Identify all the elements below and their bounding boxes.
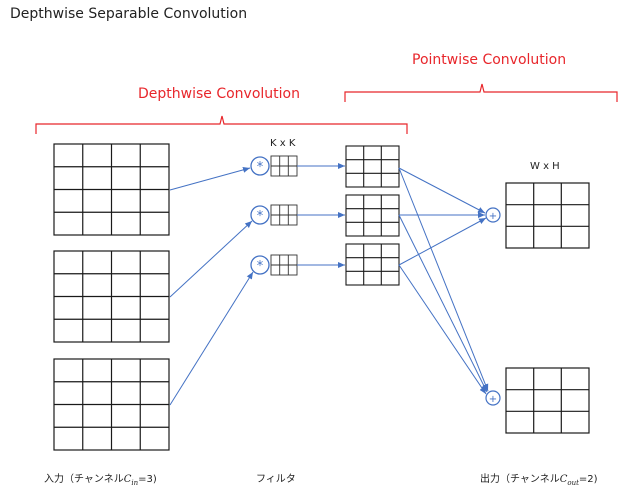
pointwise-brace bbox=[344, 83, 618, 102]
input-channel-2 bbox=[53, 250, 170, 343]
sum-symbol-2: + bbox=[489, 394, 497, 405]
arrow-map2-to-sum2 bbox=[398, 214, 488, 393]
conv-operator-1 bbox=[250, 156, 270, 176]
kernel-size-label: K x K bbox=[270, 138, 296, 149]
input-channel-1 bbox=[53, 143, 170, 236]
conv-symbol-1: * bbox=[257, 160, 264, 175]
input-caption-var: C bbox=[123, 474, 132, 485]
sum-operator-2 bbox=[485, 390, 501, 406]
diagram-title: Depthwise Separable Convolution bbox=[10, 6, 248, 22]
depthwise-output-2 bbox=[345, 194, 400, 237]
conv-symbol-3: * bbox=[257, 259, 264, 274]
pointwise-label: Pointwise Convolution bbox=[412, 52, 567, 68]
arrow-map3-to-sum1 bbox=[398, 217, 487, 266]
output-channel-1 bbox=[505, 182, 590, 249]
output-caption-sub: out bbox=[567, 479, 579, 487]
conv-operator-3 bbox=[250, 255, 270, 275]
depthwise-output-1 bbox=[345, 145, 400, 188]
output-caption: 出力（チャンネルCout=2) bbox=[480, 470, 598, 487]
depthwise-output-3 bbox=[345, 243, 400, 286]
filter-kernel-3 bbox=[270, 254, 298, 276]
conv-symbol-2: * bbox=[257, 209, 264, 224]
depthwise-label: Depthwise Convolution bbox=[138, 86, 300, 102]
output-caption-var: C bbox=[559, 474, 568, 485]
arrow-input3-to-conv3 bbox=[169, 271, 254, 406]
sum-symbol-1: + bbox=[489, 211, 497, 222]
filter-kernel-2 bbox=[270, 204, 298, 226]
arrow-map3-to-sum2 bbox=[398, 264, 487, 395]
input-caption: 入力（チャンネルCin=3) bbox=[44, 470, 157, 487]
filter-caption: フィルタ bbox=[256, 474, 296, 485]
arrow-input2-to-conv2 bbox=[169, 220, 253, 298]
input-caption-sub: in bbox=[131, 479, 139, 487]
input-caption-prefix: 入力（チャンネル bbox=[44, 474, 124, 485]
output-caption-prefix: 出力（チャンネル bbox=[480, 474, 560, 485]
output-size-label: W x H bbox=[530, 161, 560, 172]
arrow-map1-to-sum2 bbox=[398, 167, 489, 392]
arrow-map1-to-sum1 bbox=[398, 167, 486, 214]
conv-operator-2 bbox=[250, 205, 270, 225]
sum-operator-1 bbox=[485, 207, 501, 223]
input-caption-suffix: =3) bbox=[138, 474, 157, 485]
depthwise-brace bbox=[35, 115, 408, 134]
arrow-input1-to-conv1 bbox=[169, 166, 251, 191]
input-channel-3 bbox=[53, 358, 170, 451]
output-caption-suffix: =2) bbox=[578, 474, 598, 485]
filter-kernel-1 bbox=[270, 155, 298, 177]
output-channel-2 bbox=[505, 367, 590, 434]
